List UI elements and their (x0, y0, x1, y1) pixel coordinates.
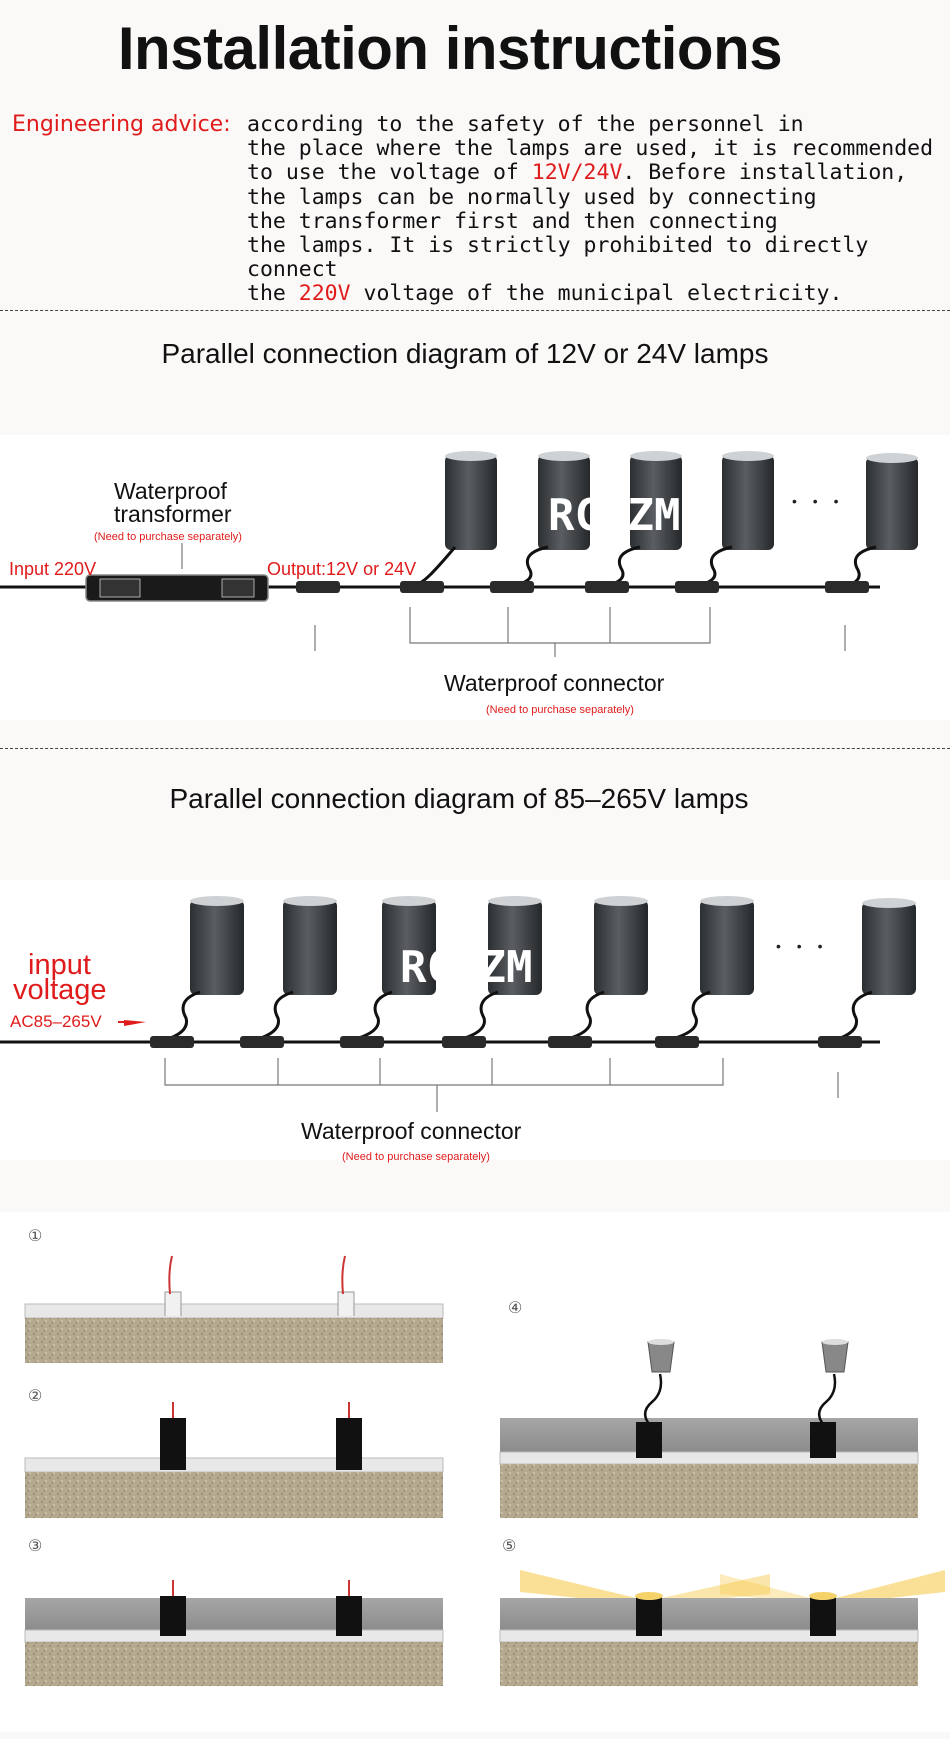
divider (0, 748, 950, 749)
advice-text: the (247, 281, 299, 307)
step-number: ④ (508, 1300, 523, 1317)
advice-line: the lamps. It is strictly prohibited to … (247, 233, 869, 283)
watermark: RCHZM (548, 490, 681, 541)
connector-icon (296, 581, 869, 593)
lamp-icon (351, 896, 436, 1042)
input-voltage-label: input (28, 949, 91, 981)
transformer-note: (Need to purchase separately) (94, 531, 242, 543)
step1-illustration (24, 1255, 444, 1363)
lamp-icon (164, 896, 244, 1042)
ellipsis-dots: • • • (792, 493, 845, 509)
divider (0, 310, 950, 311)
watermark: RCHZM (400, 942, 533, 993)
pointer-lines (164, 1058, 839, 1112)
connector-label: Waterproof connector (444, 670, 665, 696)
connector-note: (Need to purchase separately) (342, 1151, 490, 1163)
lamp-icon (254, 896, 337, 1042)
advice-label: Engineering advice: (12, 112, 231, 137)
transformer-label: Waterproof transformer (114, 480, 232, 526)
lamp-icon (667, 896, 754, 1042)
input-voltage-line: input (28, 949, 91, 981)
connector-label: Waterproof connector (301, 1118, 522, 1144)
advice-line: the lamps can be normally used by connec… (247, 184, 817, 210)
advice-line: the transformer first and then connectin… (247, 208, 778, 234)
installation-steps: ① ② ③ ④ ⑤ (0, 1212, 950, 1732)
transformer-label-line: Waterproof (114, 478, 227, 504)
step2-illustration (24, 1402, 444, 1518)
diagram1-svg (0, 451, 918, 657)
steps-svg (24, 1255, 945, 1686)
connector-note: (Need to purchase separately) (486, 704, 634, 716)
input-label: Input 220V (9, 559, 97, 579)
lamp-icon (409, 451, 497, 589)
step-number: ③ (28, 1538, 43, 1555)
ellipsis-dots: • • • (776, 938, 829, 954)
diagram2-panel: input voltage AC85–265V RCHZM • • • Wate… (0, 880, 950, 1163)
step-number: ⑤ (502, 1538, 517, 1555)
diagram2-title: Parallel connection diagram of 85–265V l… (169, 783, 749, 814)
voltage-highlight: 12V/24V (531, 160, 623, 186)
lamp-icon (834, 898, 916, 1042)
diagram1-panel: Waterproof transformer (Need to purchase… (0, 435, 950, 720)
advice-text: . Before installation, (622, 160, 908, 186)
page-title: Installation instructions (117, 15, 783, 82)
lamp-icon (457, 896, 542, 1042)
advice-line: according to the safety of the personnel… (247, 112, 804, 137)
advice-text: to use the voltage of (247, 160, 532, 186)
transformer-icon (85, 574, 269, 602)
pointer-lines (181, 543, 846, 657)
advice-text: voltage of the municipal electricity. (350, 281, 843, 307)
advice-line: to use the voltage of 12V/24V. Before in… (247, 161, 947, 185)
transformer-label-line: transformer (114, 501, 232, 527)
connector-icon (150, 1036, 862, 1048)
advice-body: according to the safety of the personnel… (247, 112, 947, 307)
advice-line: the place where the lamps are used, it i… (247, 136, 934, 162)
lamp-icon (597, 451, 682, 589)
step-number: ② (28, 1388, 43, 1405)
output-label: Output:12V or 24V (267, 559, 417, 579)
lamp-icon (839, 453, 918, 589)
voltage-highlight: 220V (298, 281, 351, 307)
step5-illustration (499, 1570, 945, 1686)
diagram1-title: Parallel connection diagram of 12V or 24… (161, 338, 769, 369)
lamp-icon (563, 896, 648, 1042)
step4-illustration (499, 1339, 919, 1518)
diagram2-svg (0, 896, 916, 1112)
input-voltage-line: voltage (13, 974, 107, 1006)
lamp-icon (687, 451, 774, 589)
step3-illustration (24, 1580, 444, 1686)
ac-range-label: AC85–265V (10, 1012, 102, 1031)
step-number: ① (28, 1228, 43, 1245)
advice-line: the 220V voltage of the municipal electr… (247, 282, 947, 306)
